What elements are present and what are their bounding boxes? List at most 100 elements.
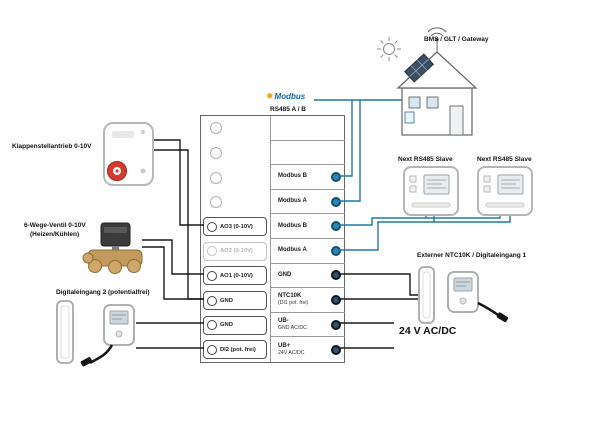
- label-heizen-kuehlen: (Heizen/Kühlen): [30, 231, 80, 238]
- actuator-dial: [107, 161, 127, 181]
- ntc-sensor-pod: [447, 271, 509, 323]
- terminal-dot-ub-minus: [331, 319, 341, 330]
- di2-sensor-pod: [80, 304, 135, 367]
- terminal-row-empty-2: [271, 141, 345, 166]
- terminal-row-ub-plus: UB+ 24V AC/DC: [271, 337, 345, 362]
- terminal-ao3-label: AO3 (0-10V): [220, 223, 253, 230]
- terminal-gnd-2-label: GND: [220, 322, 233, 329]
- terminal-di2: DI2 (pot. frei): [203, 340, 267, 360]
- gateway-box: [404, 111, 415, 124]
- terminal-empty-1: [210, 122, 222, 135]
- terminal-dot-modbus-b-bus: [331, 171, 341, 182]
- wire-actuator-ao3: [150, 139, 204, 226]
- door: [449, 105, 464, 136]
- gnd-right-label: GND: [278, 271, 292, 278]
- modbus-logo-text: Modbus: [274, 92, 306, 101]
- door-contact-right: [418, 266, 435, 324]
- terminal-gnd-left-1: GND: [203, 291, 267, 310]
- ub-plus-label: UB+: [278, 343, 291, 350]
- ntc10k-sublabel: (DI1 pot. frei): [278, 300, 309, 307]
- terminal-ao1-label: AO1 (0-10V): [220, 272, 253, 279]
- terminal-ao1: AO1 (0-10V): [203, 266, 267, 286]
- terminal-ao3: AO3 (0-10V): [203, 217, 267, 237]
- terminal-dot-ub-plus: [331, 344, 341, 355]
- terminal-row-empty-1: [271, 116, 345, 141]
- label-6-wege-ventil: 6-Wege-Ventil 0-10V: [24, 222, 86, 229]
- terminal-row-modbus-a-slave: Modbus A: [271, 239, 345, 264]
- roof: [396, 51, 478, 89]
- damper-actuator-device: [103, 122, 154, 186]
- terminal-dot-modbus-a-bus: [331, 196, 341, 207]
- terminal-circle-ao1: [207, 270, 217, 281]
- terminal-dot-modbus-b-slave: [331, 221, 341, 232]
- terminal-gnd-1-label: GND: [220, 297, 233, 304]
- slave2-display: [497, 174, 524, 195]
- rs485-slave-2-device: [477, 166, 533, 216]
- modbus-star-icon: ✹: [266, 91, 274, 101]
- terminal-row-ub-minus: UB- GND AC/DC: [271, 313, 345, 338]
- door-contact-left: [56, 300, 74, 364]
- ub-minus-label: UB-: [278, 318, 289, 325]
- modbus-b-bus-label: Modbus B: [278, 173, 307, 180]
- wire-gnd-ntc: [338, 273, 420, 296]
- terminal-ao2: AO2 (0-10V): [203, 241, 267, 261]
- ub-minus-sublabel: GND AC/DC: [278, 325, 307, 332]
- terminal-dot-ntc10k: [331, 294, 341, 305]
- pod-cable: [89, 344, 114, 365]
- sun-icon: [377, 37, 401, 61]
- window: [408, 96, 421, 109]
- valve-actuator-head: [100, 222, 131, 247]
- terminal-empty-2: [210, 146, 222, 159]
- pod-screen: [453, 277, 473, 292]
- terminal-dot-gnd: [331, 270, 341, 281]
- terminal-circle-di2: [207, 344, 217, 355]
- terminal-row-modbus-b-bus: Modbus B: [271, 165, 345, 190]
- window: [426, 96, 439, 109]
- terminal-row-ntc10k: NTC10K (DI1 pot. frei): [271, 288, 345, 313]
- terminal-circle-gnd-1: [207, 295, 217, 306]
- terminal-empty-3: [210, 171, 222, 184]
- slave1-display: [423, 174, 450, 195]
- wire-valve-ao1: [142, 239, 204, 275]
- pod-cable: [477, 301, 502, 319]
- rs485-slave-1-device: [403, 166, 459, 216]
- terminal-circle-ao3: [207, 221, 217, 232]
- wire-modbus-b-slaves: [338, 215, 501, 226]
- modbus-b-slave-label: Modbus B: [278, 222, 307, 229]
- label-24v-supply: 24 V AC/DC: [399, 325, 457, 337]
- label-digitaleingang-2: Digitaleingang 2 (potentialfrei): [56, 289, 150, 296]
- modbus-a-bus-label: Modbus A: [278, 198, 307, 205]
- terminal-ao2-label: AO2 (0-10V): [220, 248, 253, 255]
- terminal-dot-modbus-a-slave: [331, 245, 341, 256]
- terminal-row-gnd: GND: [271, 264, 345, 289]
- label-rs485-ab: RS485 A / B: [270, 106, 307, 113]
- terminal-row-modbus-a-bus: Modbus A: [271, 190, 345, 215]
- wire-actuator-gnd: [150, 149, 204, 300]
- terminal-row-modbus-b-slave: Modbus B: [271, 214, 345, 239]
- wires-left-devices: [136, 139, 204, 349]
- terminal-di2-label: DI2 (pot. frei): [220, 346, 256, 353]
- modbus-a-slave-label: Modbus A: [278, 247, 307, 254]
- label-rs485-slave-2: Next RS485 Slave: [477, 156, 532, 163]
- label-externer-ntc10k: Externer NTC10K / Digitaleingang 1: [417, 252, 527, 259]
- cable-connector: [80, 357, 93, 367]
- ub-plus-sublabel: 24V AC/DC: [278, 350, 305, 357]
- controller-terminal-block: AO3 (0-10V) AO2 (0-10V) AO1 (0-10V) GND …: [200, 115, 345, 363]
- valve-body: [87, 249, 143, 267]
- modbus-logo: ✹ Modbus: [266, 91, 306, 102]
- label-klappenstellantrieb: Klappenstellantrieb 0-10V: [12, 143, 92, 150]
- terminal-circle-ao2: [207, 246, 217, 257]
- terminal-empty-4: [210, 196, 222, 209]
- solar-panel: [403, 53, 435, 83]
- ntc10k-label: NTC10K: [278, 293, 302, 300]
- terminal-column-right: Modbus B Modbus A Modbus B Modbus A GND …: [270, 116, 345, 362]
- six-way-valve-device: [82, 222, 143, 274]
- terminal-gnd-left-2: GND: [203, 315, 267, 335]
- terminal-circle-gnd-2: [207, 320, 217, 331]
- label-rs485-slave-1: Next RS485 Slave: [398, 156, 453, 163]
- wire-modbus-a-slaves: [338, 215, 511, 251]
- wire-valve-gnd: [142, 246, 204, 300]
- pod-screen: [109, 310, 129, 325]
- cable-connector: [496, 312, 509, 323]
